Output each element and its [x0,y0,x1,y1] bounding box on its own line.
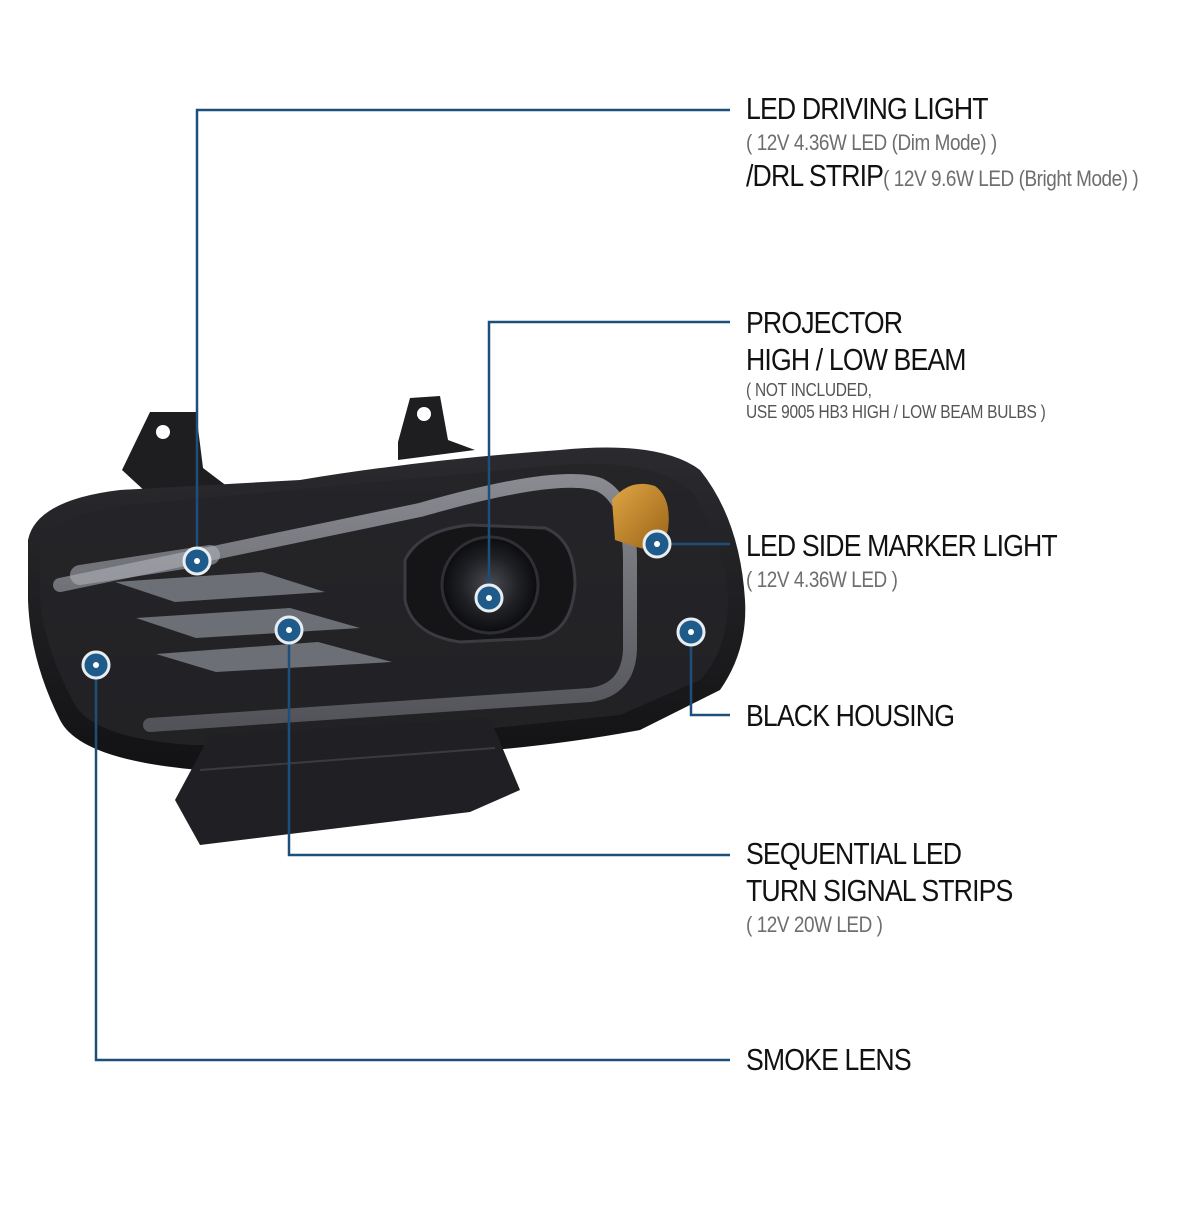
turn-signal-strips [115,572,392,672]
drl-sub: ( 12V 4.36W LED (Dim Mode) ) [746,130,997,155]
drl-row2: /DRL STRIP( 12V 9.6W LED (Bright Mode) ) [746,158,1139,193]
callout-housing: BLACK HOUSING [746,700,988,731]
turn-sub: ( 12V 20W LED ) [746,912,883,937]
callout-drl: LED DRIVING LIGHT ( 12V 4.36W LED (Dim M… [746,93,1200,191]
mounting-bracket-right [398,396,475,460]
leader-housing [689,632,730,717]
leader-lens [94,665,730,1062]
drl-sub2: ( 12V 9.6W LED (Bright Mode) ) [883,166,1139,191]
marker-sub: ( 12V 4.36W LED ) [746,567,898,592]
marker-title: LED SIDE MARKER LIGHT [746,528,1058,563]
callout-projector: PROJECTOR HIGH / LOW BEAM ( NOT INCLUDED… [746,307,1094,421]
projector-note2: USE 9005 HB3 HIGH / LOW BEAM BULBS ) [746,402,1046,422]
callout-dots [81,529,706,680]
projector-note1: ( NOT INCLUDED, [746,380,872,400]
turn-title2: TURN SIGNAL STRIPS [746,873,1013,908]
drl-title2: /DRL STRIP [746,158,884,193]
leader-turn [287,630,730,857]
leader-lines [94,108,730,1062]
bottom-shield [175,718,520,845]
callout-turn: SEQUENTIAL LED TURN SIGNAL STRIPS ( 12V … [746,838,1056,936]
leader-drl [195,108,730,561]
housing-title: BLACK HOUSING [746,698,955,733]
projector-title2: HIGH / LOW BEAM [746,342,967,377]
callout-marker: LED SIDE MARKER LIGHT ( 12V 4.36W LED ) [746,530,1107,591]
callout-lens: SMOKE LENS [746,1044,938,1075]
mounting-bracket-left [122,412,232,505]
projector-title: PROJECTOR [746,305,903,340]
drl-title: LED DRIVING LIGHT [746,91,989,126]
lens-title: SMOKE LENS [746,1042,912,1077]
turn-title: SEQUENTIAL LED [746,836,962,871]
leader-projector [487,320,730,598]
